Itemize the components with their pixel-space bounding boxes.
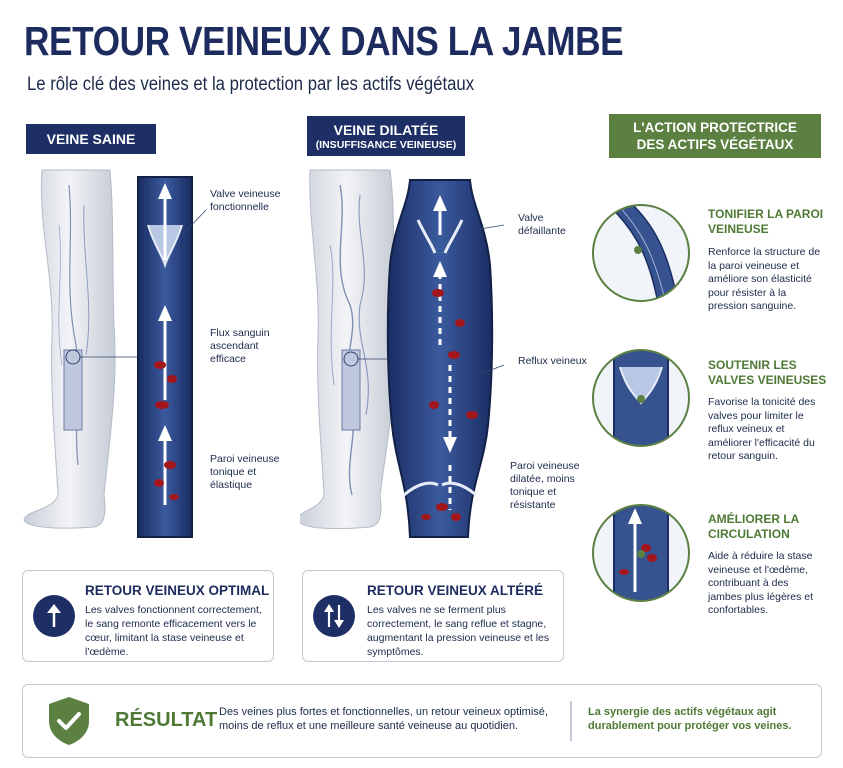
result-text: Des veines plus fortes et fonctionnelles… — [219, 706, 548, 732]
healthy-wall-annotation: Paroi veineuse tonique et élastique — [210, 453, 280, 491]
vein-wall-circle-icon — [592, 204, 690, 302]
dilated-vein-illustration — [300, 169, 505, 538]
up-arrow-icon — [33, 595, 75, 637]
valve-circle-icon — [592, 349, 690, 447]
actions-label: L'ACTION PROTECTRICE DES ACTIFS VÉGÉTAUX — [633, 120, 797, 152]
healthy-valve-annotation: Valve veineuse fonctionnelle — [210, 188, 281, 213]
dilated-summary-box: RETOUR VEINEUX ALTÉRÉ Les valves ne se f… — [302, 570, 564, 662]
action-3-text: Aide à réduire la stase veineuse et l'œd… — [708, 550, 814, 616]
dilated-wall-annotation: Paroi veineuse dilatée, moins tonique et… — [510, 460, 580, 511]
result-box: RÉSULTAT Des veines plus fortes et fonct… — [22, 684, 822, 758]
actions-header: L'ACTION PROTECTRICE DES ACTIFS VÉGÉTAUX — [609, 114, 821, 158]
healthy-summary-text: Les valves fonctionnent correctement, le… — [85, 604, 262, 658]
healthy-vein-header: VEINE SAINE — [26, 124, 156, 154]
action-1-text: Renforce la structure de la paroi veineu… — [708, 246, 821, 312]
result-label: RÉSULTAT — [115, 709, 218, 731]
action-3-title: AMÉLIORER LA CIRCULATION — [708, 512, 799, 541]
action-2-title: SOUTENIR LES VALVES VEINEUSES — [708, 358, 827, 387]
up-down-arrows-icon — [313, 595, 355, 637]
healthy-summary-title: RETOUR VEINEUX OPTIMAL — [85, 583, 270, 598]
healthy-vein-label: VEINE SAINE — [46, 131, 136, 147]
healthy-vein-illustration — [23, 169, 207, 538]
dilated-vein-sublabel: (INSUFFISANCE VEINEUSE) — [315, 138, 457, 151]
dilated-summary-title: RETOUR VEINEUX ALTÉRÉ — [367, 583, 544, 598]
healthy-flow-annotation: Flux sanguin ascendant efficace — [210, 327, 270, 365]
healthy-summary-box: RETOUR VEINEUX OPTIMAL Les valves foncti… — [22, 570, 274, 662]
page-subtitle: Le rôle clé des veines et la protection … — [27, 74, 475, 95]
action-1-title: TONIFIER LA PAROI VEINEUSE — [708, 207, 824, 236]
dilated-vein-header: VEINE DILATÉE (INSUFFISANCE VEINEUSE) — [307, 116, 465, 156]
result-highlight: La synergie des actifs végétaux agit dur… — [588, 706, 792, 732]
result-divider — [570, 701, 572, 741]
action-2-text: Favorise la tonicité des valves pour lim… — [708, 396, 816, 462]
shield-check-icon — [45, 695, 93, 752]
dilated-reflux-annotation: Reflux veineux — [518, 355, 587, 367]
dilated-valve-annotation: Valve défaillante — [518, 212, 566, 237]
page-title: RETOUR VEINEUX DANS LA JAMBE — [24, 18, 624, 64]
dilated-vein-label: VEINE DILATÉE — [333, 121, 439, 138]
dilated-summary-text: Les valves ne se ferment plus correcteme… — [367, 604, 550, 658]
circulation-circle-icon — [592, 504, 690, 602]
